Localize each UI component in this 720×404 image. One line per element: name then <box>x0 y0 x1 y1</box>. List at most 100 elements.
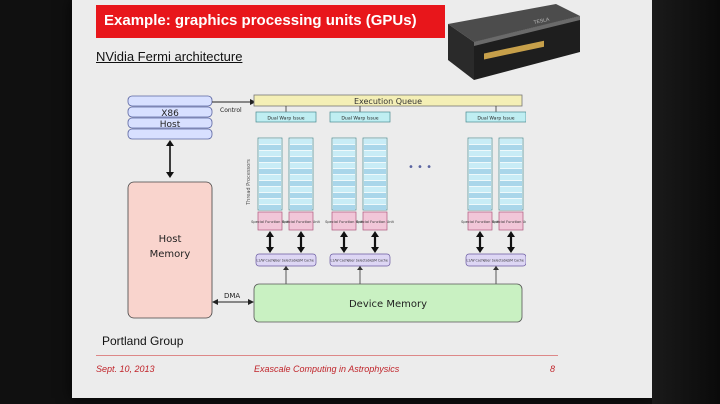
thread-processor-row <box>364 157 386 162</box>
cache-label: SM Cache <box>508 259 524 263</box>
dual-warp-issue-box <box>465 111 526 123</box>
host-memory-label-2: Memory <box>150 249 191 260</box>
thread-processors-label: Thread Processors <box>246 159 252 206</box>
thread-processor-row <box>259 145 281 150</box>
special-function-label: Special Function Unit <box>461 220 499 224</box>
arrow-head <box>297 231 305 237</box>
thread-processor-row <box>290 157 312 162</box>
thread-processor-row <box>500 199 522 204</box>
special-function-unit <box>331 211 357 231</box>
arrow-head <box>340 247 348 253</box>
thread-processor-row <box>333 205 355 210</box>
thread-processor-row <box>469 169 491 174</box>
special-function-unit <box>362 211 388 231</box>
thread-processor-row <box>259 181 281 186</box>
arrow-head <box>340 231 348 237</box>
device-memory-block: Device Memory <box>253 283 523 323</box>
arrow-head <box>283 266 289 270</box>
slide-subtitle: NVidia Fermi architecture <box>96 49 243 64</box>
special-function-label: Special Function Unit <box>492 220 526 224</box>
thread-processor-row <box>290 199 312 204</box>
thread-processor-row <box>259 169 281 174</box>
thread-processor-row <box>500 157 522 162</box>
thread-processor-row <box>333 181 355 186</box>
control-label: Control <box>220 107 242 114</box>
slide-title-bar: Example: graphics processing units (GPUs… <box>96 5 445 38</box>
thread-processor-row <box>364 205 386 210</box>
thread-processor-row <box>364 181 386 186</box>
arrow-head <box>371 247 379 253</box>
special-function-label: Special Function Unit <box>282 220 320 224</box>
slide-title: Example: graphics processing units (GPUs… <box>104 12 417 29</box>
arrow-head <box>507 231 515 237</box>
thread-processor-row <box>333 151 355 156</box>
thread-processor-row <box>364 187 386 192</box>
thread-processor-row <box>259 199 281 204</box>
thread-processor-row <box>469 199 491 204</box>
thread-processor-row <box>333 145 355 150</box>
thread-processor-row <box>290 193 312 198</box>
thread-processor-row <box>364 151 386 156</box>
arrow-head <box>357 266 363 270</box>
thread-processor-row <box>290 151 312 156</box>
thread-processor-row <box>290 139 312 144</box>
thread-processor-row <box>259 151 281 156</box>
footer-date: Sept. 10, 2013 <box>96 364 155 374</box>
thread-processor-row <box>364 193 386 198</box>
special-function-label: Special Function Unit <box>356 220 394 224</box>
special-function-label: Special Function Unit <box>251 220 289 224</box>
thread-processor-row <box>500 139 522 144</box>
thread-processor-row <box>500 187 522 192</box>
cache-label: User Selectable <box>348 259 373 263</box>
thread-processor-row <box>290 145 312 150</box>
arrow-head <box>297 247 305 253</box>
cache-label: L1/W Cache <box>331 259 350 263</box>
thread-processor-row <box>364 199 386 204</box>
arrow-head <box>476 231 484 237</box>
thread-processor-row <box>290 169 312 174</box>
host-memory-label-1: Host <box>159 234 182 245</box>
thread-processor-row <box>469 163 491 168</box>
execution-queue-label: Execution Queue <box>354 97 422 106</box>
thread-processor-row <box>333 193 355 198</box>
cache-label: SM Cache <box>372 259 388 263</box>
cache-label: L1/W Cache <box>257 259 276 263</box>
gpu-card-image: TESLA <box>448 4 580 80</box>
arrow-head <box>266 231 274 237</box>
thread-processor-row <box>500 181 522 186</box>
thread-processor-row <box>364 169 386 174</box>
thread-processor-row <box>290 187 312 192</box>
thread-processor-row <box>469 205 491 210</box>
arrow-head <box>476 247 484 253</box>
thread-processor-row <box>500 205 522 210</box>
thread-processor-row <box>469 181 491 186</box>
thread-processor-row <box>469 187 491 192</box>
sm-ellipsis: • • • <box>408 162 432 173</box>
thread-processor-row <box>290 175 312 180</box>
host-label-1: X86 <box>161 109 179 119</box>
host-memory-block: Host Memory <box>127 181 213 319</box>
thread-processor-row <box>469 193 491 198</box>
thread-processor-row <box>333 169 355 174</box>
thread-processor-row <box>364 139 386 144</box>
thread-processor-row <box>469 145 491 150</box>
footer-page-number: 8 <box>550 364 556 374</box>
thread-processor-row <box>259 187 281 192</box>
arrow-head <box>371 231 379 237</box>
thread-processor-row <box>259 193 281 198</box>
thread-processor-row <box>364 145 386 150</box>
footer-event: Exascale Computing in Astrophysics <box>254 364 400 374</box>
thread-processor-row <box>500 145 522 150</box>
thread-processor-row <box>333 139 355 144</box>
thread-processor-row <box>290 181 312 186</box>
thread-processor-row <box>333 163 355 168</box>
special-function-unit <box>498 211 524 231</box>
thread-processor-row <box>469 139 491 144</box>
footer-divider <box>96 355 558 356</box>
thread-processor-row <box>500 151 522 156</box>
credit-text: Portland Group <box>102 334 184 348</box>
dual-warp-issue-box <box>255 111 317 123</box>
thread-processor-row <box>259 163 281 168</box>
fermi-architecture-diagram: X86 Host Control Host Memory Execution Q… <box>127 94 526 323</box>
thread-processor-row <box>259 205 281 210</box>
